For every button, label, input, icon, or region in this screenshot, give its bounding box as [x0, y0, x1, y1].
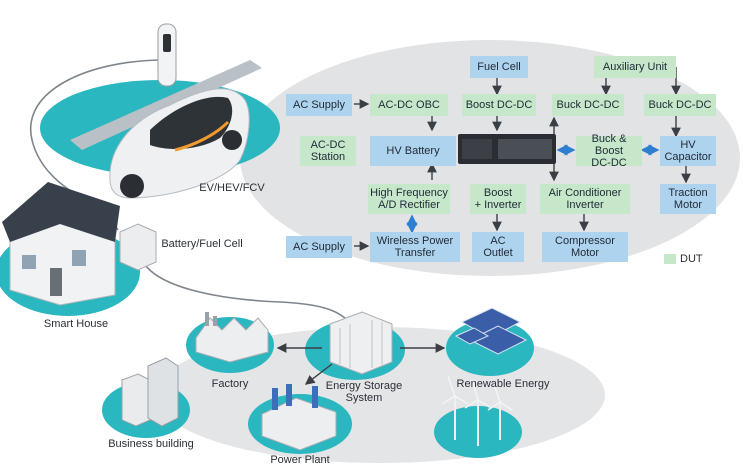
car-accent: [174, 120, 230, 152]
business-building-label: Business building: [108, 438, 194, 450]
ac-supply-top-block: AC Supply: [286, 94, 352, 116]
auxiliary-unit-block: Auxiliary Unit: [594, 56, 676, 78]
buck-dc-dc-block-2: Buck DC-DC: [644, 94, 716, 116]
charging-pad-strip: [70, 60, 262, 150]
legend-dut-label: DUT: [680, 253, 703, 265]
power-plant-stack: [312, 386, 318, 408]
wind-turbine-blades: [487, 383, 513, 411]
house-door: [50, 268, 62, 296]
traction-motor-block: Traction Motor: [660, 184, 716, 214]
air-conditioner-inverter-block: Air Conditioner Inverter: [540, 184, 630, 214]
factory-chimney: [205, 312, 209, 326]
fuel-cell-block: Fuel Cell: [470, 56, 528, 78]
wind-turbine-blades: [441, 375, 469, 405]
buck-boost-dc-dc-block: Buck & Boost DC-DC: [576, 133, 642, 169]
renewable-energy-label: Renewable Energy: [456, 378, 550, 390]
dut-instrument-vents: [498, 139, 552, 159]
office-tower: [121, 373, 151, 427]
hv-battery-block: HV Battery: [370, 136, 456, 166]
boost-dc-dc-block: Boost DC-DC: [462, 94, 536, 116]
house-cable: [139, 254, 346, 319]
house-window: [72, 250, 86, 266]
arrow-storage-to-powerplant: [304, 363, 333, 385]
car-wheel-front: [120, 174, 144, 198]
factory-label: Factory: [211, 378, 249, 390]
energy-storage-cabinet: [329, 311, 393, 375]
power-plant-stack: [286, 384, 292, 406]
battery-box: [119, 223, 157, 271]
house-roof: [2, 182, 120, 242]
hf-rectifier-block: High Frequency A/D Rectifier: [368, 184, 450, 214]
wireless-power-transfer-block: Wireless Power Transfer: [370, 232, 460, 262]
dut-instrument-panel: [462, 139, 492, 159]
compressor-motor-block: Compressor Motor: [542, 232, 628, 262]
car-wheel-rear: [222, 130, 242, 150]
ac-outlet-block: AC Outlet: [472, 232, 524, 262]
legend-dut-swatch: [664, 254, 676, 264]
smart-house-label: Smart House: [43, 318, 109, 330]
charging-post-screen: [163, 34, 171, 52]
charging-post: [157, 23, 177, 87]
ac-dc-obc-block: AC-DC OBC: [370, 94, 448, 116]
solar-panel: [468, 325, 528, 355]
boost-inverter-block: Boost + Inverter: [470, 184, 526, 214]
office-tower: [147, 357, 179, 427]
power-plant-building: [261, 397, 337, 451]
energy-storage-label: Energy Storage System: [325, 380, 403, 404]
solar-panel: [454, 327, 490, 345]
wind-turbine-blades: [464, 379, 492, 409]
battery-fuel-cell-label: Battery/Fuel Cell: [161, 238, 243, 250]
factory-building: [195, 317, 269, 363]
power-plant-label: Power Plant: [270, 454, 330, 466]
ac-dc-station-block: AC-DC Station: [300, 136, 356, 166]
house-window: [22, 255, 36, 269]
factory-chimney: [213, 316, 217, 326]
power-plant-stack: [272, 388, 278, 410]
ac-supply-bottom-block: AC Supply: [286, 236, 352, 258]
buck-dc-dc-block-1: Buck DC-DC: [552, 94, 624, 116]
ev-label: EV/HEV/FCV: [199, 182, 265, 194]
hv-capacitor-block: HV Capacitor: [660, 136, 716, 166]
